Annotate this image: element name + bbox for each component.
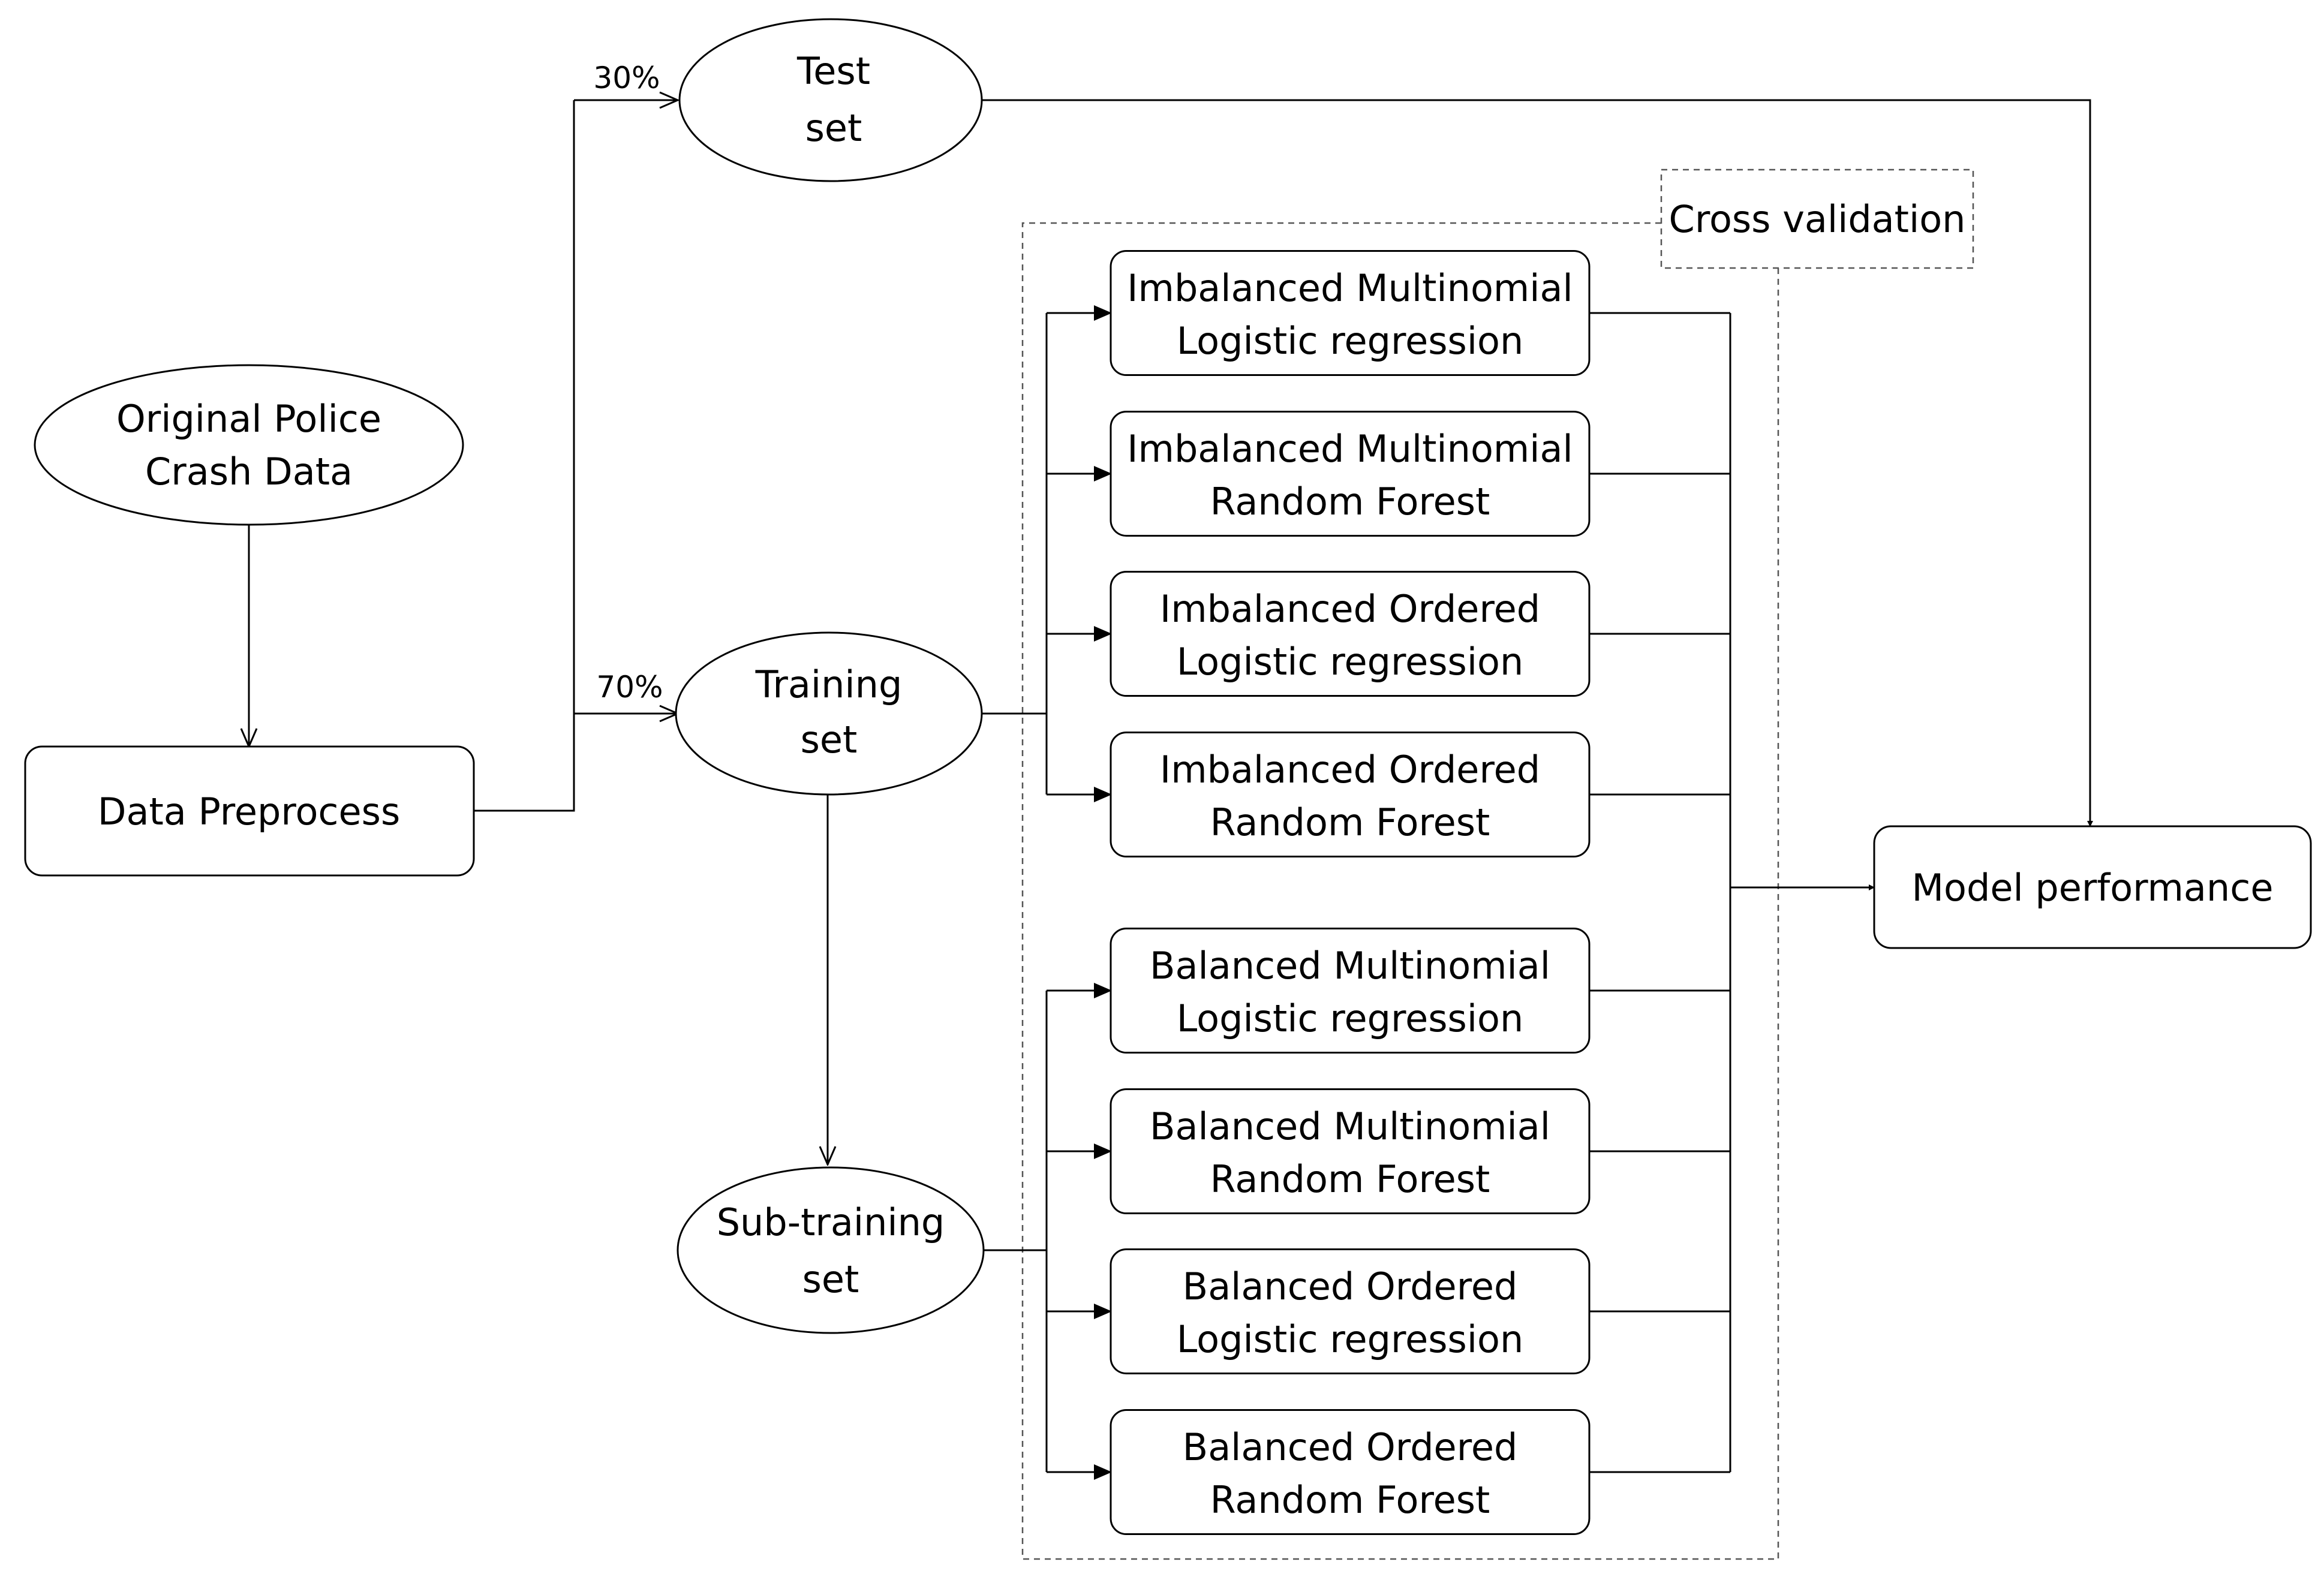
model-box-6-line-2: Random Forest [1210,1157,1490,1201]
cross-validation-label-box [1660,168,1974,269]
node-data-preprocess: Data Preprocess [24,745,475,877]
model-box-5-shape [1110,928,1591,1054]
node-sub-training-set: Sub-training set [677,1166,985,1334]
node-sub-training-set-line-2: set [802,1257,859,1301]
model-box-3-line-2: Logistic regression [1177,640,1524,684]
model-box-8-line-1: Balanced Ordered [1183,1425,1518,1469]
model-box-4-shape [1110,732,1591,857]
node-model-performance: Model performance [1873,825,2312,949]
node-original-data-line-1: Original Police [116,397,381,441]
model-box-5-line-2: Logistic regression [1177,997,1524,1040]
node-sub-training-set-line-1: Sub-training [717,1200,945,1244]
node-original-data: Original Police Crash Data [34,364,464,526]
model-box-2-line-2: Random Forest [1210,480,1490,523]
model-box-8-shape [1110,1409,1591,1535]
node-original-data-line-2: Crash Data [145,450,353,493]
split-label-training: 70% [596,670,663,705]
model-box-3-line-1: Imbalanced Ordered [1160,587,1540,631]
node-training-set-line-1: Training [755,663,903,706]
node-sub-training-set-shape [677,1166,985,1334]
node-test-set-line-2: set [805,106,862,150]
node-training-set-line-2: set [801,718,858,762]
cross-validation-label: Cross validation [1669,197,1966,241]
node-test-set: Test set [678,18,983,182]
model-box-1-line-2: Logistic regression [1177,319,1524,363]
model-box-1-line-1: Imbalanced Multinomial [1127,266,1573,310]
cross-validation-region: Cross validation [1021,168,1974,1560]
arrow-test-to-performance [981,99,2093,827]
node-training-set-shape [675,631,983,796]
model-box-3-shape [1110,571,1591,697]
model-box-1-shape [1110,250,1591,376]
connectors [249,99,2093,1480]
model-box-2-line-1: Imbalanced Multinomial [1127,427,1573,471]
node-data-preprocess-label: Data Preprocess [98,790,401,833]
split-label-test: 30% [593,61,660,95]
model-box-7-line-1: Balanced Ordered [1183,1265,1518,1308]
model-box-6-line-1: Balanced Multinomial [1150,1105,1550,1148]
node-model-performance-label: Model performance [1912,866,2274,910]
node-original-data-shape [34,364,464,526]
model-box-2-shape [1110,411,1591,537]
model-box-8-line-2: Random Forest [1210,1478,1490,1522]
model-box-6-shape [1110,1088,1591,1214]
model-box-4-line-1: Imbalanced Ordered [1160,748,1540,792]
cross-validation-boundary [1021,222,1779,1560]
model-box-4-line-2: Random Forest [1210,800,1490,844]
node-test-set-line-1: Test [796,49,870,93]
node-test-set-shape [678,18,983,182]
model-box-5-line-1: Balanced Multinomial [1150,944,1550,988]
node-model-performance-shape [1873,825,2312,949]
model-box-7-shape [1110,1248,1591,1374]
connector-preprocess-to-split [474,100,575,812]
node-training-set: Training set [675,631,983,796]
model-box-7-line-2: Logistic regression [1177,1317,1524,1361]
node-data-preprocess-shape [24,745,475,877]
